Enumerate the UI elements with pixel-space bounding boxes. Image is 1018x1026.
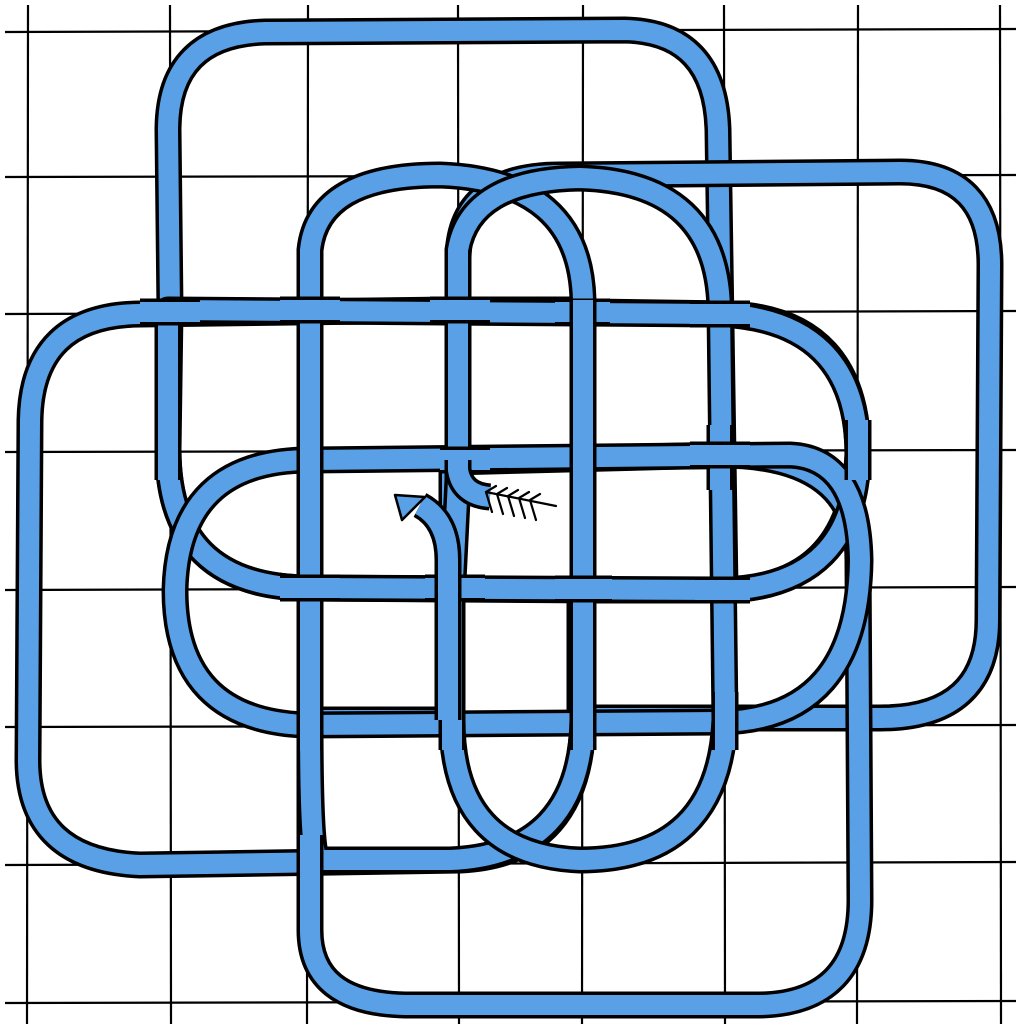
feather-vane bbox=[530, 494, 540, 520]
knot-bands bbox=[28, 30, 990, 1005]
feather-vane bbox=[497, 488, 507, 514]
feather-vane bbox=[508, 490, 518, 516]
arrow-fletching-icon bbox=[486, 486, 556, 520]
feather-vane bbox=[519, 492, 529, 518]
